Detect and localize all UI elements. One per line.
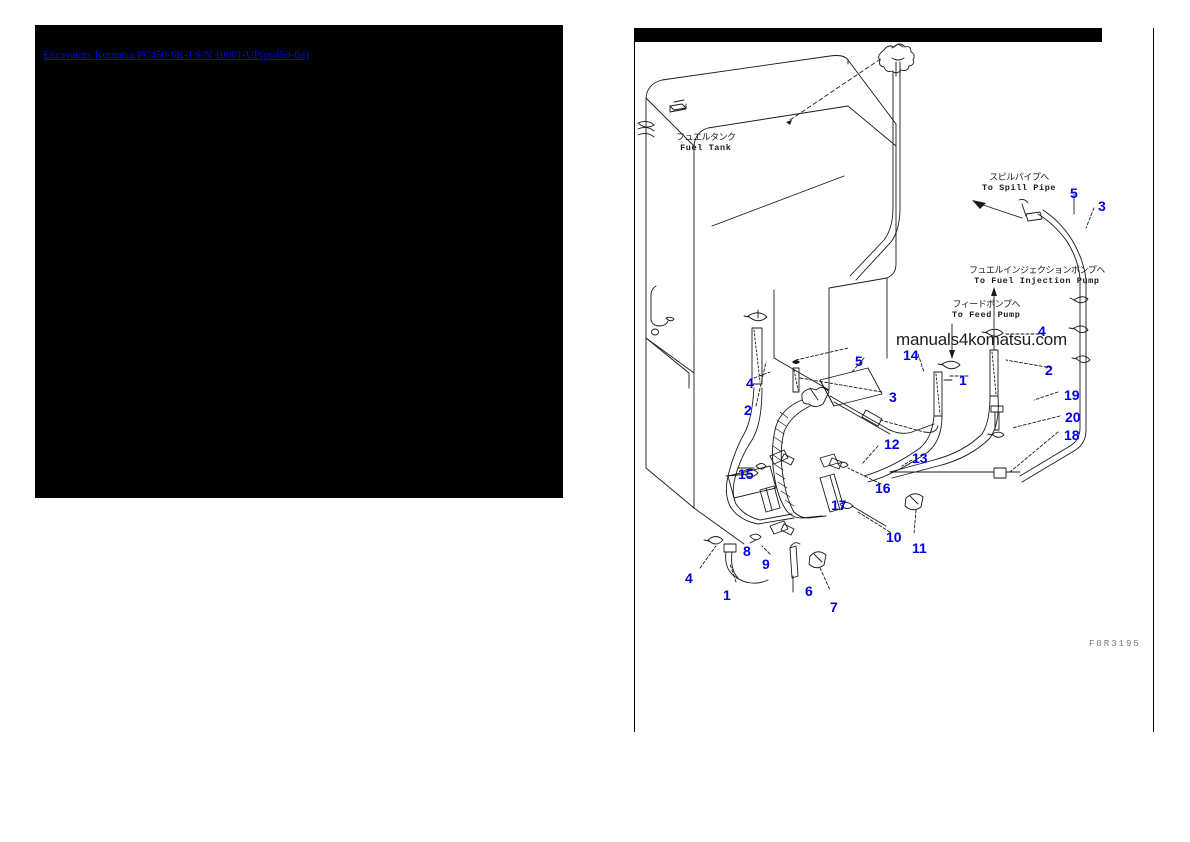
part-callout-4[interactable]: 4 [746,375,754,391]
part-callout-8[interactable]: 8 [743,543,751,559]
annotation-japanese: フュエルタンク [676,133,736,143]
part-callout-7[interactable]: 7 [830,599,838,615]
annotation-japanese: フュエルインジェクションポンプヘ [969,266,1105,276]
document-viewer-panel: Excavators Komatsu PC450-6K-J S/N 10001-… [35,25,563,498]
part-callout-14[interactable]: 14 [903,347,919,363]
annotation-english: To Spill Pipe [982,183,1057,193]
part-callout-13[interactable]: 13 [912,450,928,466]
part-callout-16[interactable]: 16 [875,480,891,496]
part-callout-17[interactable]: 17 [831,497,847,513]
part-callout-3[interactable]: 3 [889,389,897,405]
frame-border-right [1153,28,1154,732]
part-callout-5[interactable]: 5 [1070,185,1078,201]
part-callout-11[interactable]: 11 [912,540,927,556]
part-callout-2[interactable]: 2 [744,402,752,418]
frame-border-left [634,28,635,732]
part-callout-5[interactable]: 5 [855,353,863,369]
part-callout-4[interactable]: 4 [685,570,693,586]
part-callout-20[interactable]: 20 [1065,409,1081,425]
frame-header-bar [634,28,1102,42]
annotation-japanese: フィードポンプへ [952,300,1020,310]
part-callout-4[interactable]: 4 [1038,323,1046,339]
part-callout-9[interactable]: 9 [762,556,770,572]
document-title-link[interactable]: Excavators Komatsu PC450-6K-J S/N 10001-… [43,49,309,61]
part-callout-18[interactable]: 18 [1064,427,1080,443]
part-callout-10[interactable]: 10 [886,529,902,545]
part-callout-19[interactable]: 19 [1064,387,1080,403]
part-callout-12[interactable]: 12 [884,436,900,452]
watermark-text: manuals4komatsu.com [896,330,1067,349]
part-callout-1[interactable]: 1 [723,587,731,603]
part-callout-1[interactable]: 1 [959,372,967,388]
part-callout-6[interactable]: 6 [805,583,813,599]
part-callout-2[interactable]: 2 [1045,362,1053,378]
annotation-english: To Feed Pump [952,310,1021,320]
part-callout-3[interactable]: 3 [1098,198,1106,214]
annotation-english: Fuel Tank [680,143,732,153]
diagram-line-art [637,43,1095,593]
annotation-japanese: スピルパイプへ [989,173,1049,183]
annotation-english: To Fuel Injection Pump [974,276,1100,286]
drawing-code-label: F0R3195 [1089,639,1141,649]
part-callout-15[interactable]: 15 [738,466,754,482]
